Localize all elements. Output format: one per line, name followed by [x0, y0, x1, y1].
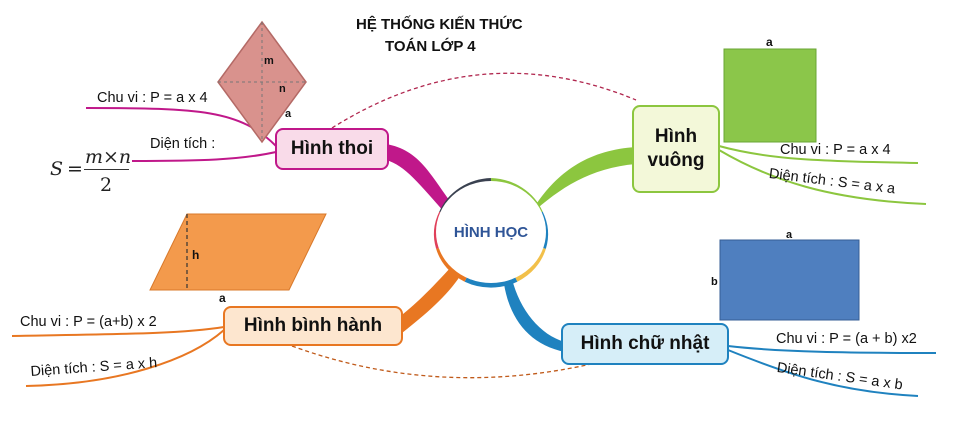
title-line-2: TOÁN LỚP 4: [385, 38, 476, 55]
square-area-line: [718, 149, 927, 205]
formula-fraction-bar: [84, 169, 129, 170]
node-square-label-2: vuông: [647, 150, 705, 171]
node-rectangle-label: Hình chữ nhật: [580, 333, 710, 354]
parallelogram-perimeter-line: [11, 326, 225, 337]
rectangle-perimeter: Chu vi : P = (a + b) x2: [776, 331, 917, 347]
branch-rectangle: [504, 279, 565, 352]
formula-s: S: [50, 158, 64, 180]
branch-square: [531, 147, 636, 214]
rhombus-label-a: a: [285, 108, 292, 120]
square-perimeter: Chu vi : P = a x 4: [780, 142, 891, 158]
rhombus-area-label: Diện tích :: [150, 136, 216, 152]
branch-parallelogram: [398, 266, 460, 333]
rectangle-shape: [719, 239, 860, 321]
branch-rhombus: [386, 144, 453, 214]
rhombus-label-n: n: [279, 83, 286, 95]
rectangle-area-line: [727, 349, 919, 397]
dashed-link-top: [331, 72, 637, 129]
square-perimeter-line: [718, 145, 919, 164]
dashed-link-bottom: [291, 345, 601, 379]
center-hub[interactable]: HÌNH HỌC: [436, 181, 546, 283]
node-parallelogram-label: Hình bình hành: [243, 315, 383, 336]
node-square-label-1: Hình: [654, 126, 698, 147]
node-square[interactable]: Hình vuông: [632, 105, 720, 193]
parallelogram-perimeter: Chu vi : P = (a+b) x 2: [20, 314, 157, 330]
parallelogram-area-line: [25, 329, 225, 387]
node-rectangle[interactable]: Hình chữ nhật: [561, 323, 729, 365]
parallelogram-shape: [149, 213, 327, 291]
title-line-1: HỆ THỐNG KIẾN THỨC: [356, 16, 523, 33]
node-parallelogram[interactable]: Hình bình hành: [223, 306, 403, 346]
parallelogram-label-a: a: [219, 291, 226, 305]
node-rhombus-label: Hình thoi: [290, 138, 374, 159]
rectangle-label-b: b: [711, 276, 718, 288]
formula-numerator: m×n: [85, 146, 132, 168]
square-shape: [723, 48, 817, 143]
rhombus-label-m: m: [264, 55, 274, 67]
rhombus-perimeter: Chu vi : P = a x 4: [97, 90, 208, 106]
formula-equals: =: [67, 158, 83, 180]
rectangle-label-a: a: [786, 229, 793, 241]
center-label: HÌNH HỌC: [453, 223, 529, 241]
square-label-a: a: [766, 35, 773, 49]
rectangle-perimeter-line: [727, 345, 937, 354]
formula-denominator: 2: [100, 174, 113, 196]
rhombus-area-line: [131, 151, 277, 162]
parallelogram-label-h: h: [192, 248, 200, 262]
node-rhombus[interactable]: Hình thoi: [275, 128, 389, 170]
